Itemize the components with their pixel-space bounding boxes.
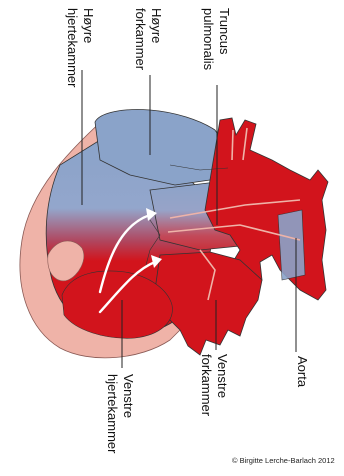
label-venstre-forkammer: Venstre forkammer: [199, 354, 230, 417]
pulmonary-band: [278, 210, 305, 280]
label-line-2: hjertekammer: [105, 374, 120, 454]
label-truncus-pulmonalis: Truncus pulmonalis: [201, 8, 232, 71]
label-hoyre-forkammer: Høyre forkammer: [133, 8, 164, 71]
label-line-2: pulmonalis: [201, 8, 216, 71]
label-line-1: Venstre: [121, 374, 136, 418]
label-aorta: Aorta: [295, 356, 310, 388]
label-line-2: hjertekammer: [65, 8, 80, 88]
label-venstre-hjertekammer: Venstre hjertekammer: [105, 374, 136, 454]
label-hoyre-hjertekammer: Høyre hjertekammer: [65, 8, 96, 88]
label-line-2: forkammer: [199, 354, 214, 417]
label-line-1: Aorta: [295, 356, 310, 388]
copyright-text: © Birgitte Lerche-Barlach 2012: [232, 456, 335, 465]
label-line-1: Høyre: [81, 8, 96, 43]
label-line-2: forkammer: [133, 8, 148, 71]
label-line-1: Truncus: [217, 8, 232, 55]
label-line-1: Venstre: [215, 354, 230, 398]
label-line-1: Høyre: [149, 8, 164, 43]
